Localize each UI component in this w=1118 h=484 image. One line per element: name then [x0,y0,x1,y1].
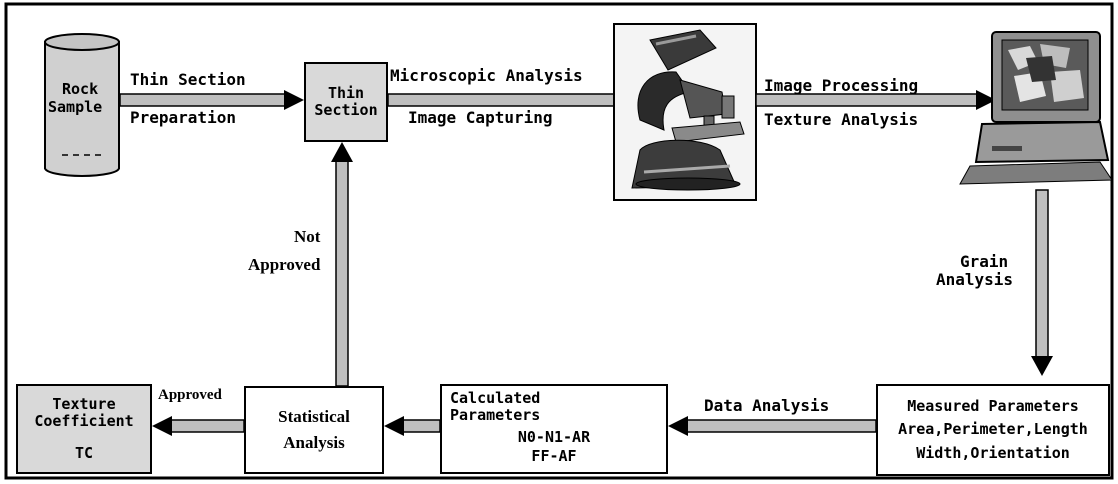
edge-label-microscopic-analysis: Microscopic Analysis [390,66,583,85]
measured-line-2: Width,Orientation [916,443,1070,462]
edge-label-grain: Grain [960,252,1009,271]
calculated-title-2: Parameters [450,406,541,425]
computer-image [959,31,1113,185]
measured-parameters-box: Measured Parameters Area,Perimeter,Lengt… [876,384,1110,476]
calculated-title-1: Calculated [450,389,541,407]
statistical-analysis-box: Statistical Analysis [244,386,384,474]
calculated-formula-1: N0-N1-AR [517,427,591,446]
microscope-image [613,23,757,201]
arrow-measured-to-calculated [668,416,877,436]
edge-label-not-approved: Approved [248,255,321,274]
arrow-rock-to-thin-section [119,90,304,110]
calculated-parameters-box: Calculated Parameters N0-N1-AR FF-AF [440,384,668,474]
rock-sample-label-2: Sample [48,98,103,116]
statistical-label-2: Analysis [283,433,345,452]
texture-coefficient-box: Texture Coefficient TC [16,384,152,474]
edge-label-thin-section: Thin Section [130,70,246,89]
calculated-formula-2: FF-AF [531,446,577,465]
arrow-statistical-to-thin-section [331,142,353,387]
texture-label-1: Texture [52,395,116,414]
arrow-microscope-to-computer [755,90,996,110]
edge-label-data-analysis: Data Analysis [704,396,830,415]
texture-label-2: Coefficient [34,412,134,431]
rock-sample-cylinder [44,33,120,177]
outer-frame [4,2,1114,480]
rock-sample-label-1: Rock [62,80,99,98]
texture-label-3: TC [74,443,94,462]
thin-section-box: Thin Section [304,62,388,142]
arrow-statistical-to-texture [152,416,245,436]
edge-label-not: Not [294,227,321,246]
thin-section-label-2: Section [314,101,378,119]
arrow-computer-to-measured [1031,189,1053,376]
edge-label-texture-analysis: Texture Analysis [764,110,919,129]
edge-label-image-capturing: Image Capturing [408,108,553,127]
edge-label-approved: Approved [158,387,222,403]
measured-title: Measured Parameters [907,397,1079,416]
edge-label-image-processing: Image Processing [764,76,919,95]
statistical-label-1: Statistical [278,407,350,427]
measured-line-1: Area,Perimeter,Length [898,420,1088,439]
arrow-calculated-to-statistical [384,416,441,436]
edge-label-grain-analysis: Analysis [936,270,1014,289]
thin-section-label-1: Thin [327,83,365,102]
arrow-thin-to-microscope [387,90,638,110]
edge-label-preparation: Preparation [130,108,236,127]
